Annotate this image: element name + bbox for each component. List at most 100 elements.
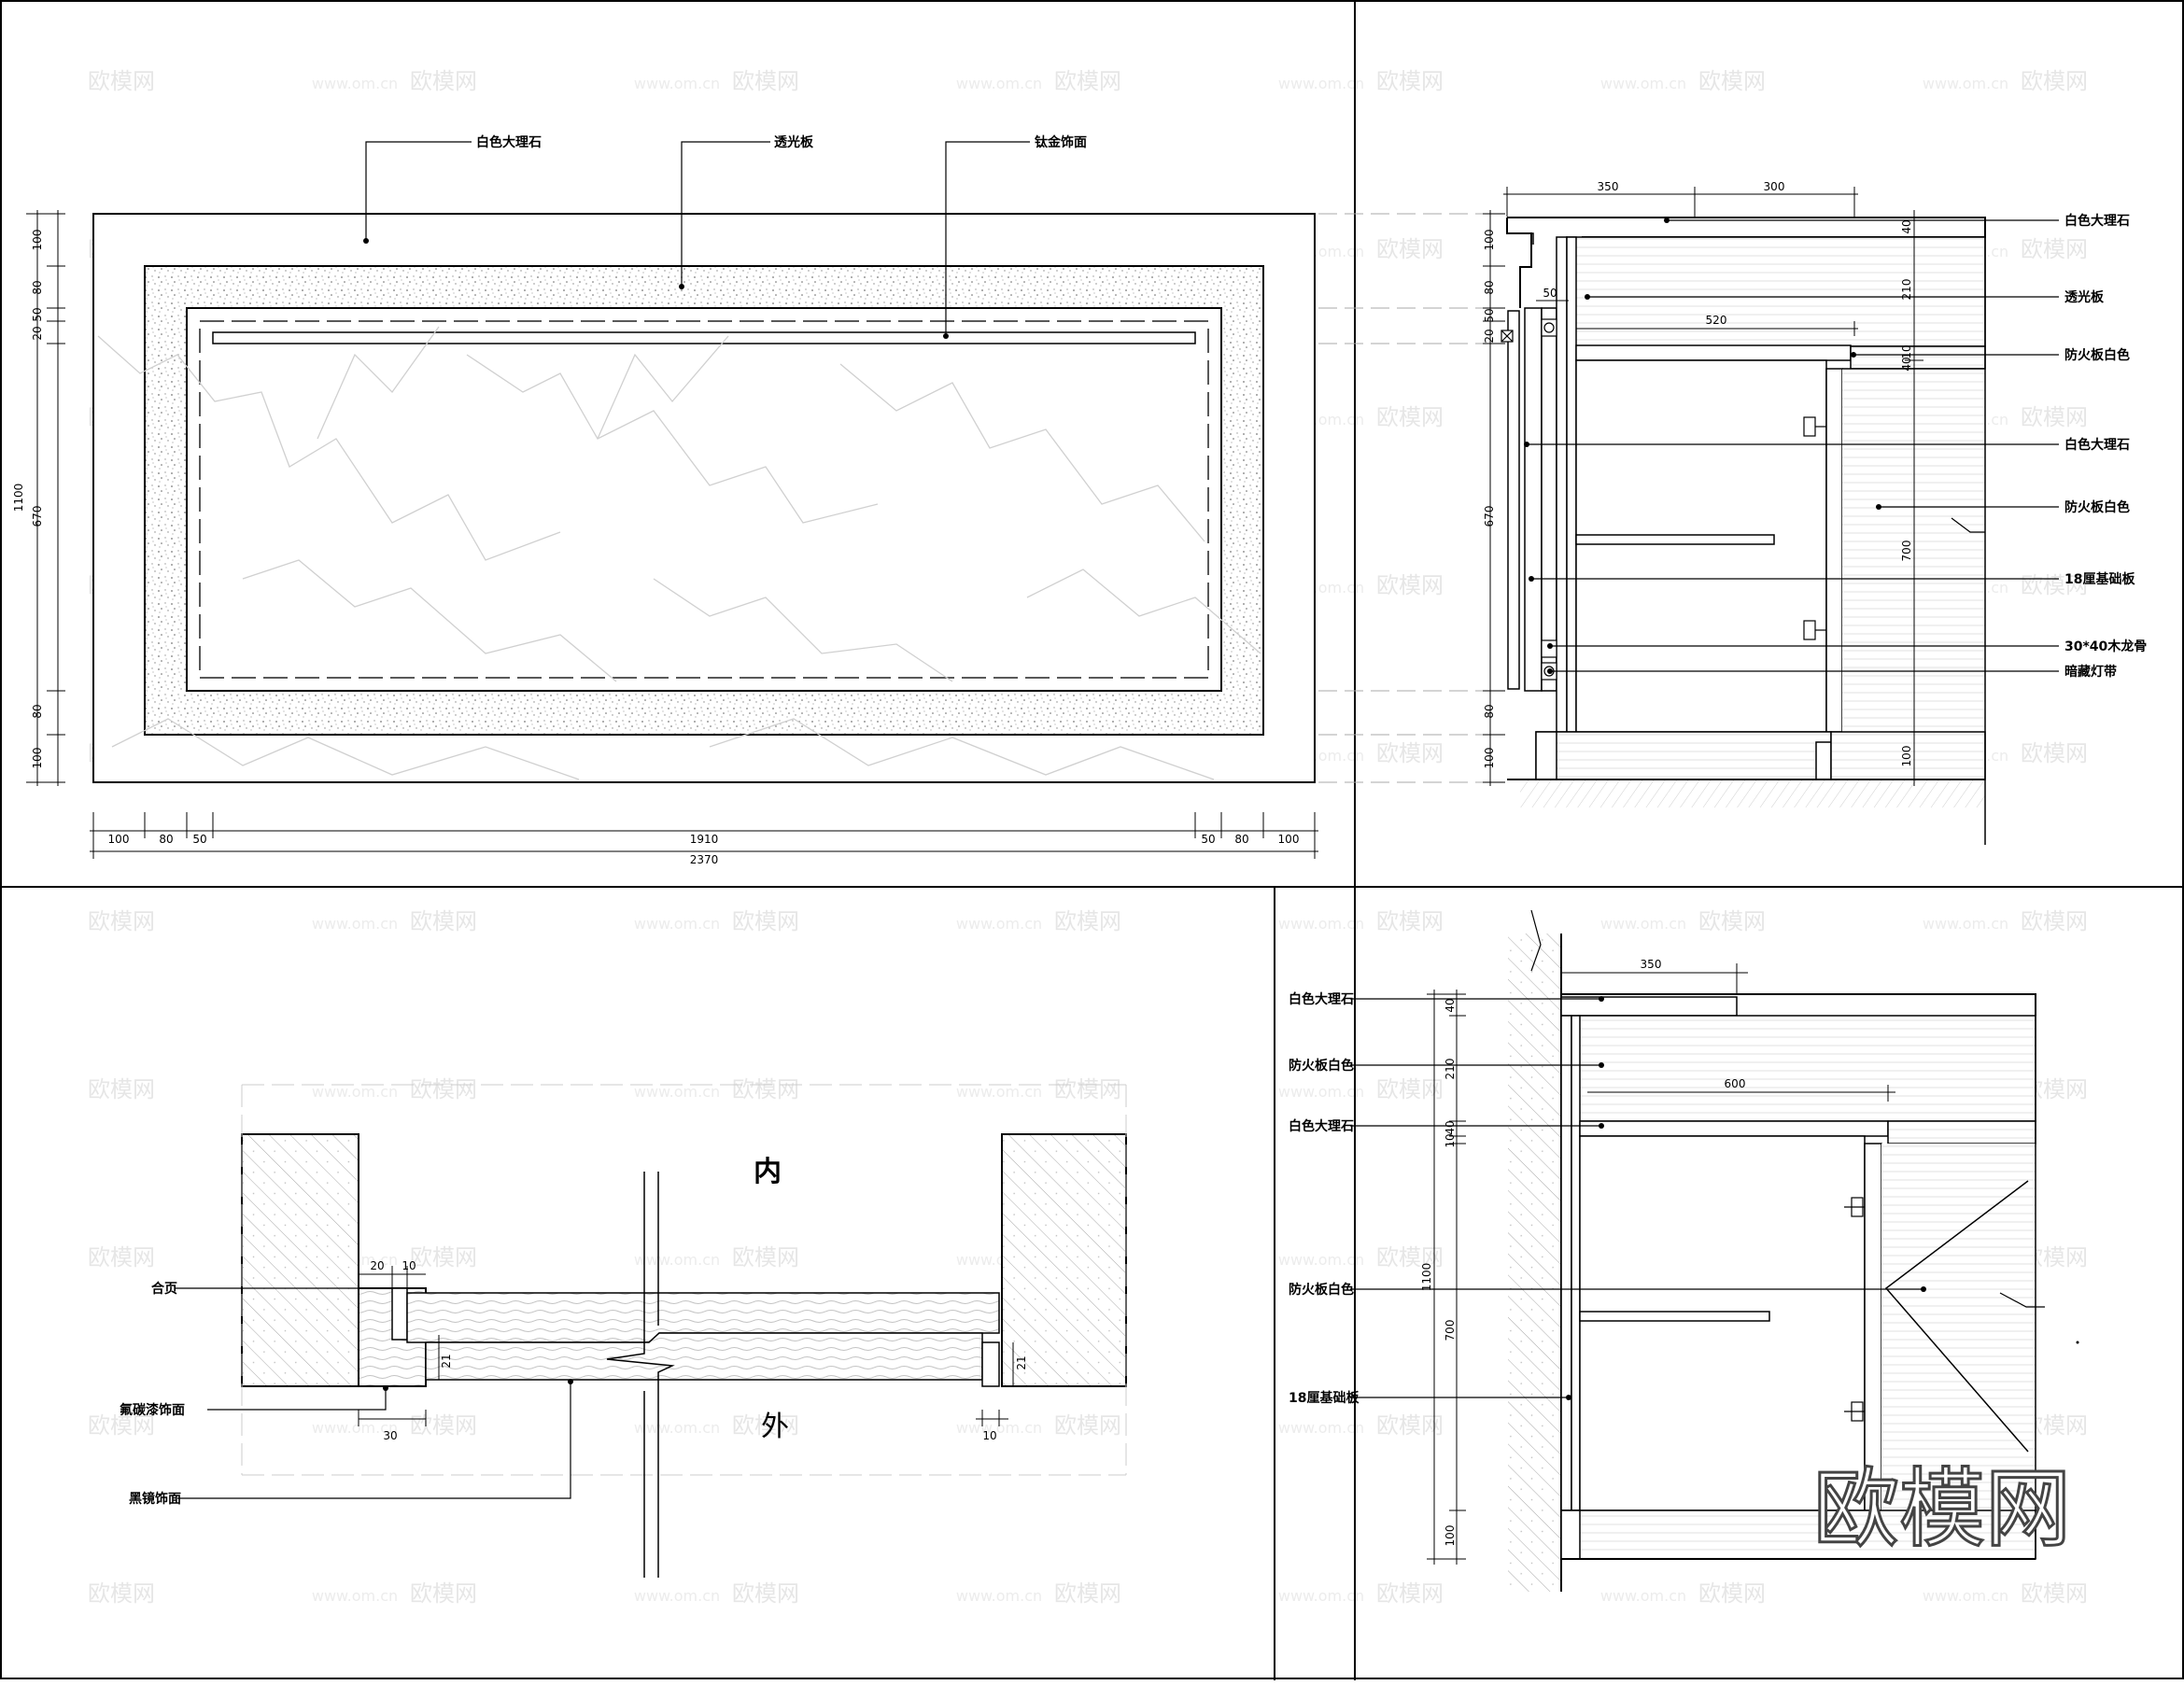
dim-left-670: 670 xyxy=(31,506,44,527)
plan-section: 内 外 合页 氟碳漆饰面 黑镜饰面 20 10 21 30 21 10 xyxy=(120,1084,1127,1578)
watermark-url: www.om.cn xyxy=(312,1083,398,1101)
watermark-text: 欧模网 xyxy=(1698,1580,1766,1607)
detail-label-white-marble-top: 白色大理石 xyxy=(1289,991,1354,1007)
watermark-text: 欧模网 xyxy=(2021,236,2088,262)
watermark-url: www.om.cn xyxy=(1600,75,1686,92)
detail-dim-left-40-mid: 40 xyxy=(1444,1120,1457,1134)
watermark-url: www.om.cn xyxy=(1600,915,1686,933)
side-label-translucent-panel: 透光板 xyxy=(2064,289,2105,305)
dim-bottom-100-left: 100 xyxy=(108,833,130,846)
watermark-url: www.om.cn xyxy=(1278,75,1364,92)
detail-label-18mm-base-board: 18厘基础板 xyxy=(1289,1390,1360,1406)
watermark-text: 欧模网 xyxy=(2021,404,2088,430)
watermark-url: www.om.cn xyxy=(634,1083,720,1101)
dim-bottom-1910: 1910 xyxy=(690,833,719,846)
dim-bottom-100-right: 100 xyxy=(1278,833,1300,846)
dim-left-100-top: 100 xyxy=(31,230,44,251)
dim-left-80-bottom: 80 xyxy=(31,704,44,718)
watermark-url: www.om.cn xyxy=(634,1419,720,1437)
side-section: 350 300 50 520 100 80 20 50 670 80 100 xyxy=(1318,180,2147,845)
watermark-url: www.om.cn xyxy=(1600,1587,1686,1605)
side-label-fireproof-white-top: 防火板白色 xyxy=(2064,347,2130,363)
side-dim-right-210: 210 xyxy=(1900,279,1913,301)
side-dim-top-300: 300 xyxy=(1764,180,1785,193)
watermark-text: 欧模网 xyxy=(732,68,799,94)
plan-dim-20: 20 xyxy=(370,1259,384,1272)
watermark-text: 欧模网 xyxy=(732,1076,799,1102)
detail-section: 350 600 40 210 10 40 1100 700 100 xyxy=(1289,909,2079,1592)
detail-dim-left-700: 700 xyxy=(1444,1320,1457,1341)
watermark-logo: 欧模网 xyxy=(1813,1459,2071,1559)
watermark-text: 欧模网 xyxy=(2021,68,2088,94)
watermark-url: www.om.cn xyxy=(956,1587,1042,1605)
watermark-text: 欧模网 xyxy=(732,1580,799,1607)
front-elevation: 白色大理石 透光板 钛金饰面 100 80 20 50 1100 670 80 … xyxy=(12,134,1318,866)
watermark-url: www.om.cn xyxy=(1923,915,2008,933)
watermark-text: 欧模网 xyxy=(1376,404,1444,430)
watermark-url: www.om.cn xyxy=(634,1251,720,1269)
watermark-text: 欧模网 xyxy=(2021,1580,2088,1607)
plan-label-outside: 外 xyxy=(761,1411,789,1443)
detail-label-white-marble-mid: 白色大理石 xyxy=(1289,1118,1354,1134)
side-label-hidden-light-strip: 暗藏灯带 xyxy=(2064,664,2117,680)
watermark-url: www.om.cn xyxy=(956,915,1042,933)
watermark-text: 欧模网 xyxy=(1376,68,1444,94)
watermark-text: 欧模网 xyxy=(88,908,155,934)
side-dim-right-40-mid: 40 xyxy=(1900,357,1913,371)
watermark-text: 欧模网 xyxy=(1376,236,1444,262)
plan-label-fluorocarbon-finish: 氟碳漆饰面 xyxy=(120,1402,185,1418)
side-dim-left-80-bottom: 80 xyxy=(1483,704,1496,718)
label-white-marble: 白色大理石 xyxy=(476,134,542,150)
side-dim-right-10: 10 xyxy=(1900,344,1913,358)
watermark-url: www.om.cn xyxy=(312,75,398,92)
plan-label-inside: 内 xyxy=(754,1156,782,1188)
plan-dim-10-bottom: 10 xyxy=(982,1429,996,1442)
side-dim-left-670: 670 xyxy=(1483,506,1496,527)
side-dim-top-350: 350 xyxy=(1598,180,1619,193)
side-dim-left-100-top: 100 xyxy=(1483,230,1496,251)
side-dim-left-100-bottom: 100 xyxy=(1483,748,1496,769)
watermark-text: 欧模网 xyxy=(2021,908,2088,934)
side-label-18mm-base-board: 18厘基础板 xyxy=(2064,571,2135,587)
dim-bottom-80-right: 80 xyxy=(1234,833,1248,846)
detail-dim-left-210: 210 xyxy=(1444,1059,1457,1080)
watermark-text: 欧模网 xyxy=(88,1412,155,1439)
side-dim-left-50: 50 xyxy=(1483,308,1496,322)
watermark-text: 欧模网 xyxy=(1376,1412,1444,1439)
watermark-text: 欧模网 xyxy=(2021,572,2088,598)
watermark-text: 欧模网 xyxy=(88,1580,155,1607)
detail-dim-top-600: 600 xyxy=(1725,1077,1746,1090)
watermark-url: www.om.cn xyxy=(312,915,398,933)
watermark-text: 欧模网 xyxy=(1054,908,1121,934)
side-dim-left-20: 20 xyxy=(1483,329,1496,343)
dim-left-80-top: 80 xyxy=(31,280,44,294)
watermark-text: 欧模网 xyxy=(410,908,477,934)
watermark-text: 欧模网 xyxy=(88,1244,155,1271)
watermark-text: 欧模网 xyxy=(410,1244,477,1271)
watermark-text: 欧模网 xyxy=(1054,1412,1121,1439)
watermark-url: www.om.cn xyxy=(312,1587,398,1605)
side-label-white-marble-top: 白色大理石 xyxy=(2064,213,2130,229)
detail-label-fireproof-white-top: 防火板白色 xyxy=(1289,1058,1354,1074)
detail-label-fireproof-white-mid: 防火板白色 xyxy=(1289,1282,1354,1298)
plan-label-hinge: 合页 xyxy=(151,1281,177,1297)
dim-left-100-bottom: 100 xyxy=(31,748,44,769)
plan-dim-30: 30 xyxy=(383,1429,397,1442)
watermark-text: 欧模网 xyxy=(1376,1244,1444,1271)
watermark-url: www.om.cn xyxy=(1278,1251,1364,1269)
side-dim-right-100: 100 xyxy=(1900,746,1913,767)
watermark-text: 欧模网 xyxy=(1054,68,1121,94)
dim-left-20: 20 xyxy=(31,326,44,340)
dim-left-50: 50 xyxy=(31,307,44,321)
watermark-text: 欧模网 xyxy=(732,908,799,934)
watermark-text: 欧模网 xyxy=(1698,908,1766,934)
plan-dim-21-right: 21 xyxy=(1015,1355,1028,1369)
watermark-url: www.om.cn xyxy=(1278,1587,1364,1605)
watermark-text: 欧模网 xyxy=(410,68,477,94)
side-dim-inner-520: 520 xyxy=(1706,314,1727,327)
watermark-text: 欧模网 xyxy=(88,1076,155,1102)
side-dim-right-40-top: 40 xyxy=(1900,219,1913,233)
